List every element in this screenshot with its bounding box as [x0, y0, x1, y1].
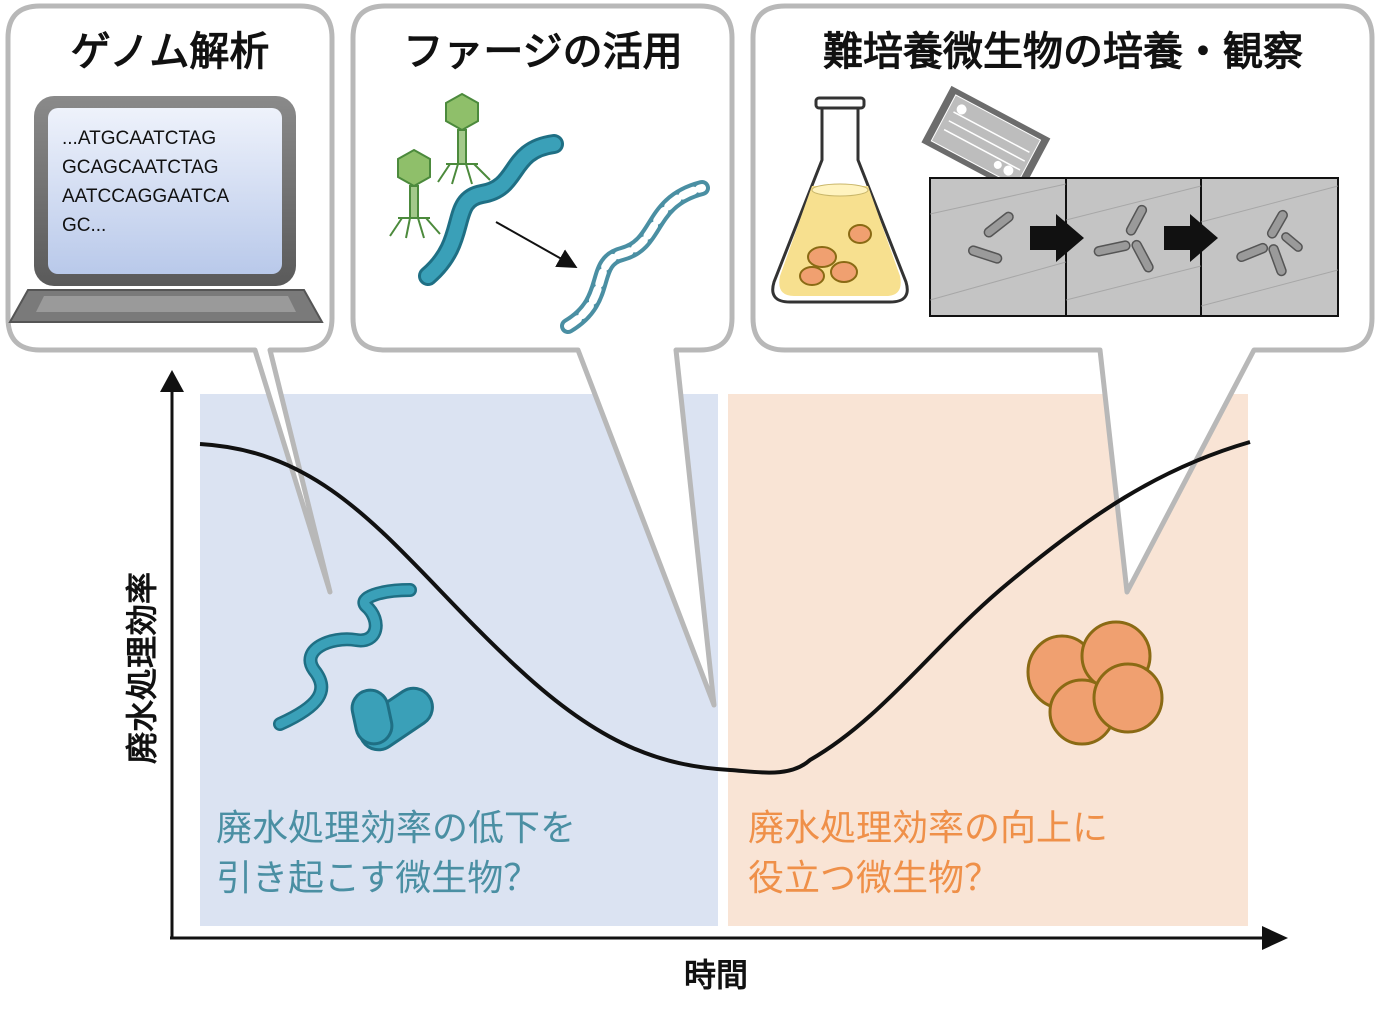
bubble-title-culture: 難培養微生物の培養・観察 — [823, 29, 1303, 75]
dna-line: ...ATGCAATCTAG — [62, 128, 217, 149]
efficiency-curve — [199, 440, 1251, 775]
phage-icon — [389, 92, 491, 239]
lysis-arrow — [495, 221, 578, 268]
dna-sequence-text: ...ATGCAATCTAG GCAGCAATCTAG AATCCAGGAATC… — [62, 124, 282, 254]
region-left-text: 廃水処理効率の低下を 引き起こす微生物？ — [216, 804, 576, 904]
arrow-right-icon — [1030, 214, 1084, 262]
dna-line: GC... — [62, 215, 107, 236]
x-axis-label: 時間 — [684, 956, 749, 994]
region-left-line2: 引き起こす微生物？ — [216, 858, 540, 899]
y-axis-label: 廃水処理効率 — [123, 572, 161, 765]
bubble-title-phage: ファージの活用 — [403, 29, 683, 75]
dna-line: GCAGCAATCTAG — [62, 157, 219, 178]
region-right-line2: 役立つ微生物？ — [748, 858, 1001, 899]
bubble-phage — [350, 3, 735, 708]
bacteria-blue — [273, 583, 434, 752]
arrow-right-icon — [1164, 214, 1218, 262]
flask-icon — [771, 96, 909, 304]
region-right-line1: 廃水処理効率の向上に — [748, 808, 1109, 849]
laptop-icon — [8, 96, 324, 323]
region-right-text: 廃水処理効率の向上に 役立つ微生物？ — [748, 804, 1108, 904]
bacteria-orange — [1026, 620, 1164, 746]
dna-line: AATCCAGGAATCA — [62, 186, 230, 207]
bacterium-lysed — [560, 180, 710, 334]
microfluidic-chip-icon — [921, 85, 1051, 196]
bubble-title-genome: ゲノム解析 — [70, 29, 270, 75]
micrograph-sequence — [929, 177, 1339, 317]
region-left-line1: 廃水処理効率の低下を — [216, 808, 577, 849]
